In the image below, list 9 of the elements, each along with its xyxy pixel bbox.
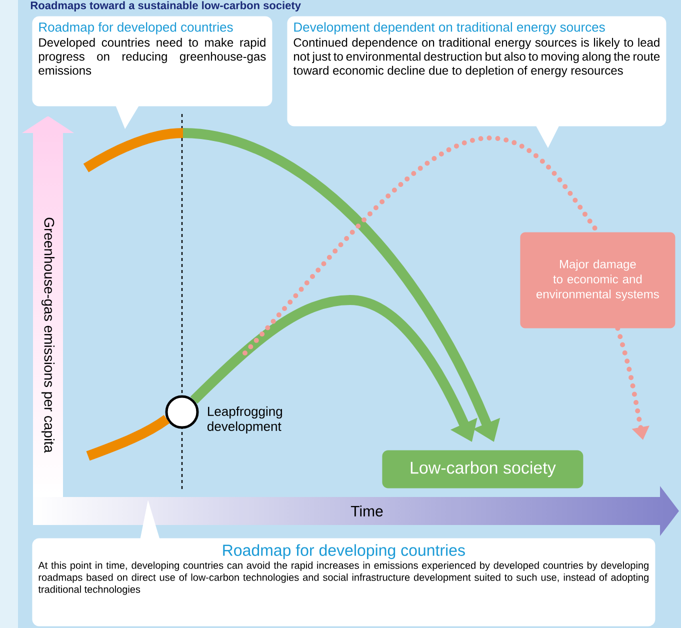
axis-label: Greenhouse-gas emissions per capita (41, 218, 55, 453)
callout-box: Roadmap for developed countries Developed countries need to make rapid progress on reducing greenhouse-gas emissions (32, 16, 272, 129)
trend-line (86, 414, 170, 461)
title: Roadmaps toward a sustainable low-carbon society (30, 1, 301, 12)
node-caption: Leapfrogging development (208, 406, 282, 434)
axis-label: Time (350, 505, 383, 516)
callout-box: Development dependent on traditional energy sources Continued dependence on traditional energy sources is likely to lead not just to environmental destruction but also to moving along the route toward economic decline due to depletion of energy resources (287, 16, 666, 148)
goal-box: Low-carbon society (382, 450, 584, 488)
outcome-box: Major damage to economic and environmental systems (520, 232, 676, 328)
